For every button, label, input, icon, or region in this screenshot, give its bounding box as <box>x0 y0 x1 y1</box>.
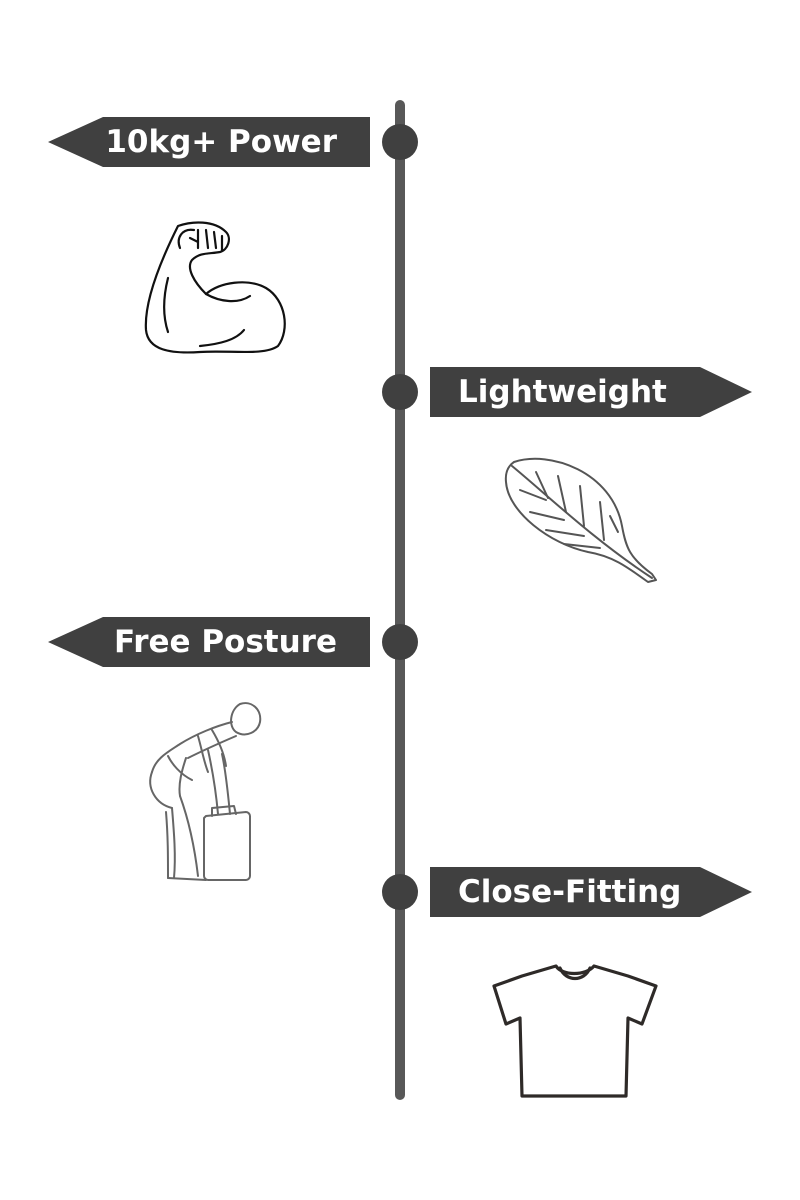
flexed-arm-icon <box>144 221 286 354</box>
timeline-node-close-fitting <box>382 874 418 910</box>
feature-banner-power: 10kg+ Power <box>48 117 370 167</box>
timeline-node-power <box>382 124 418 160</box>
timeline-node-lightweight <box>382 374 418 410</box>
feather-icon <box>504 457 657 583</box>
feature-banner-posture: Free Posture <box>48 617 370 667</box>
feature-banner-lightweight: Lightweight <box>430 367 752 417</box>
feature-banner-close-fitting: Close-Fitting <box>430 867 752 917</box>
t-shirt-icon <box>492 964 658 1098</box>
timeline-node-posture <box>382 624 418 660</box>
timeline-line <box>395 100 405 1100</box>
person-lifting-icon <box>149 702 262 881</box>
